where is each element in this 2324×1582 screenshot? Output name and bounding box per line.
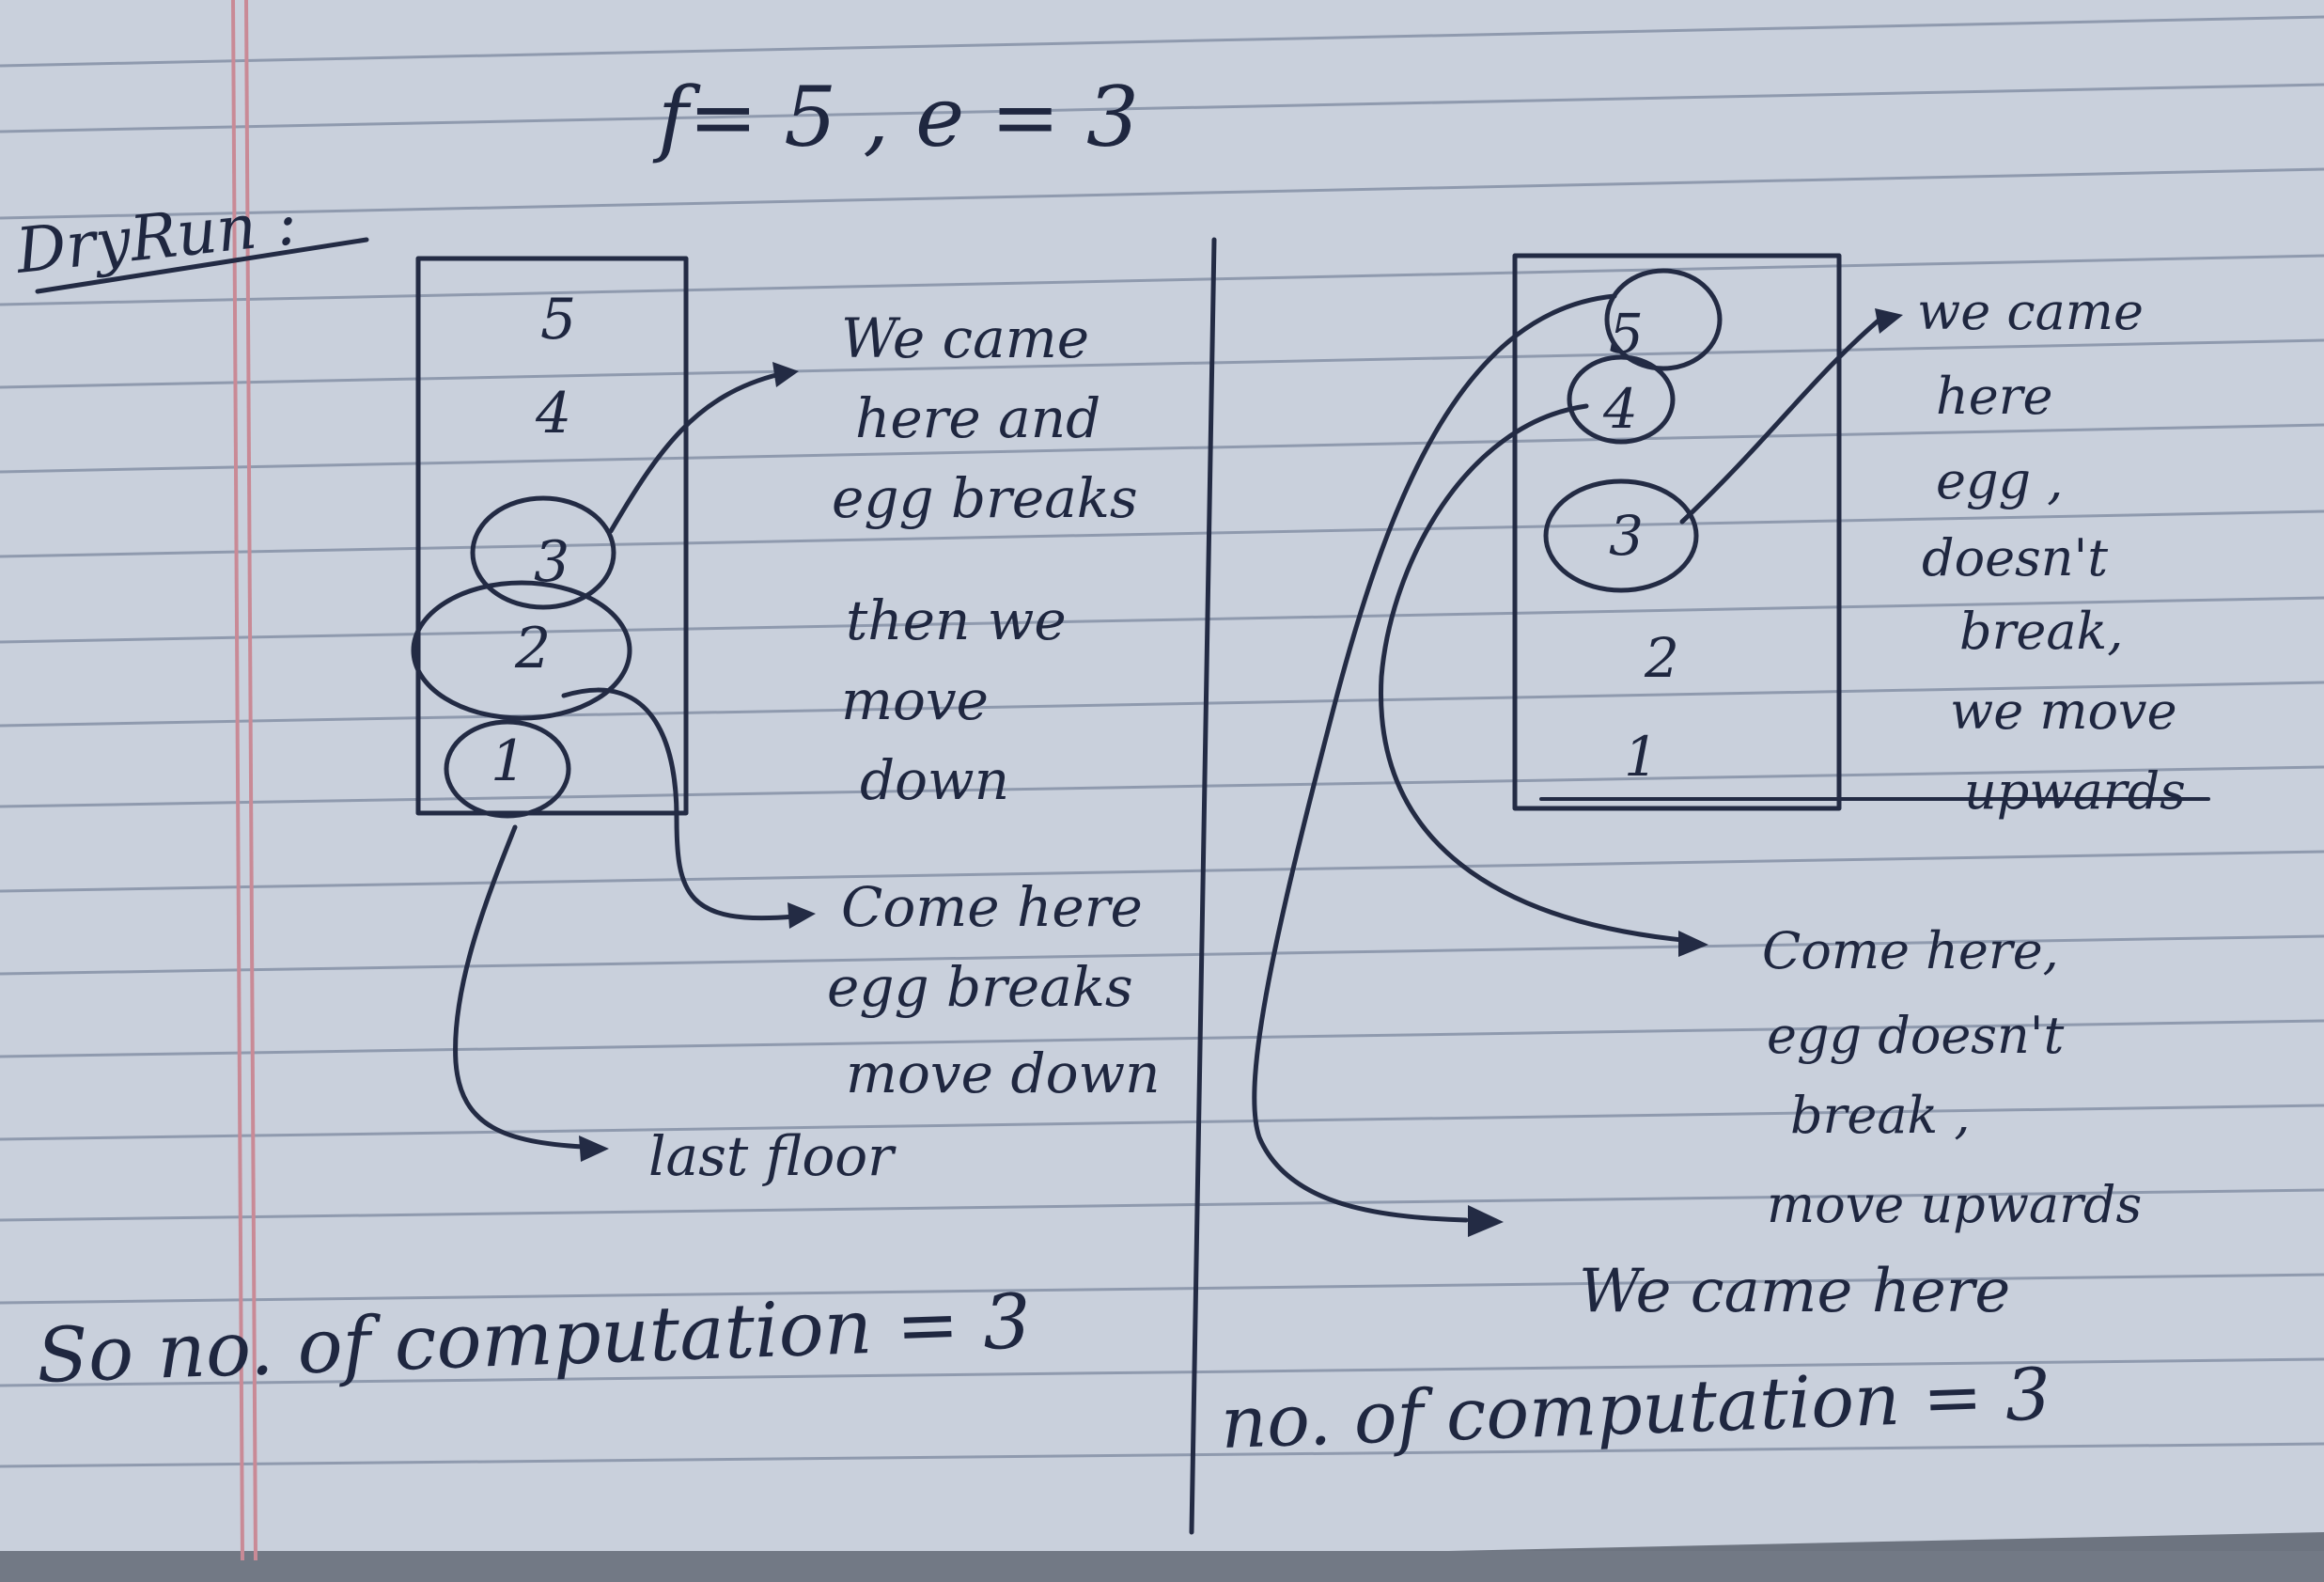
title-underline (35, 237, 369, 294)
right-note-1-line-2: here (1936, 367, 2053, 426)
left-arrow-2 (561, 687, 797, 921)
left-note-1-line-3: egg breaks (832, 466, 1138, 530)
left-note-1-line-4: then we (846, 588, 1067, 652)
left-floor-2-circle (411, 580, 632, 721)
left-arrowhead-3 (579, 1136, 609, 1162)
right-note-1-line-7: upwards (1964, 761, 2186, 821)
left-arrow-1 (608, 371, 783, 534)
right-floor-4: 4 (1602, 377, 1638, 441)
right-building (1512, 253, 1842, 811)
left-note-1-line-2: here and (855, 386, 1100, 450)
right-arrow-1 (1679, 317, 1882, 525)
left-floor-2: 2 (514, 616, 551, 681)
left-arrowhead-2 (788, 902, 816, 929)
right-floor-3: 3 (1609, 504, 1644, 568)
right-floor-3-circle (1543, 478, 1699, 593)
left-floor-1-circle (444, 719, 571, 819)
left-note-1-line-6: down (860, 748, 1009, 812)
right-note-2-line-4: move upwards (1767, 1175, 2142, 1234)
header-values: f= 5 , e = 3 (652, 69, 1139, 165)
right-arrow-2 (1379, 403, 1685, 943)
right-arrowhead-3 (1468, 1205, 1504, 1237)
right-arrow-3 (1252, 293, 1617, 1223)
left-floor-5: 5 (540, 287, 576, 352)
page-edge-shadow (0, 1551, 2324, 1582)
left-note-2-line-1: Come here (841, 875, 1143, 939)
left-note-2-line-2: egg breaks (827, 955, 1133, 1019)
right-note-2-line-1: Come here, (1762, 921, 2059, 980)
left-floor-3-circle (470, 495, 616, 610)
left-note-1-line-5: move (841, 668, 989, 732)
left-note-2-line-3: move down (846, 1042, 1161, 1105)
right-arrowhead-1 (1875, 308, 1903, 334)
right-note-1-line-3: egg , (1936, 451, 2063, 510)
right-note-1-line-6: we move (1950, 681, 2177, 741)
ruled-lines (0, 15, 2324, 1468)
left-note-3: last floor (648, 1124, 897, 1188)
right-note-1-line-1: we came (1917, 282, 2144, 341)
right-floor-5-circle (1604, 268, 1723, 371)
right-note-2-line-3: break , (1790, 1086, 1971, 1145)
right-note-1-line-4: doesn't (1922, 528, 2108, 587)
left-building (415, 256, 689, 816)
left-arrowhead-1 (772, 362, 799, 387)
divider-line (1189, 237, 1217, 1535)
left-floor-4: 4 (535, 381, 571, 446)
left-floor-1: 1 (491, 728, 526, 794)
left-note-1-line-1: We came (841, 306, 1089, 370)
right-arrowhead-2 (1678, 931, 1708, 957)
right-floor-4-circle (1567, 354, 1676, 445)
right-floor-2: 2 (1644, 626, 1679, 690)
right-note-2-line-2: egg doesn't (1767, 1006, 2065, 1065)
right-note-1-line-5: break, (1959, 602, 2123, 661)
left-arrow-3 (453, 824, 585, 1150)
right-floor-1: 1 (1624, 725, 1659, 789)
right-note-3: We came here (1579, 1257, 2010, 1326)
